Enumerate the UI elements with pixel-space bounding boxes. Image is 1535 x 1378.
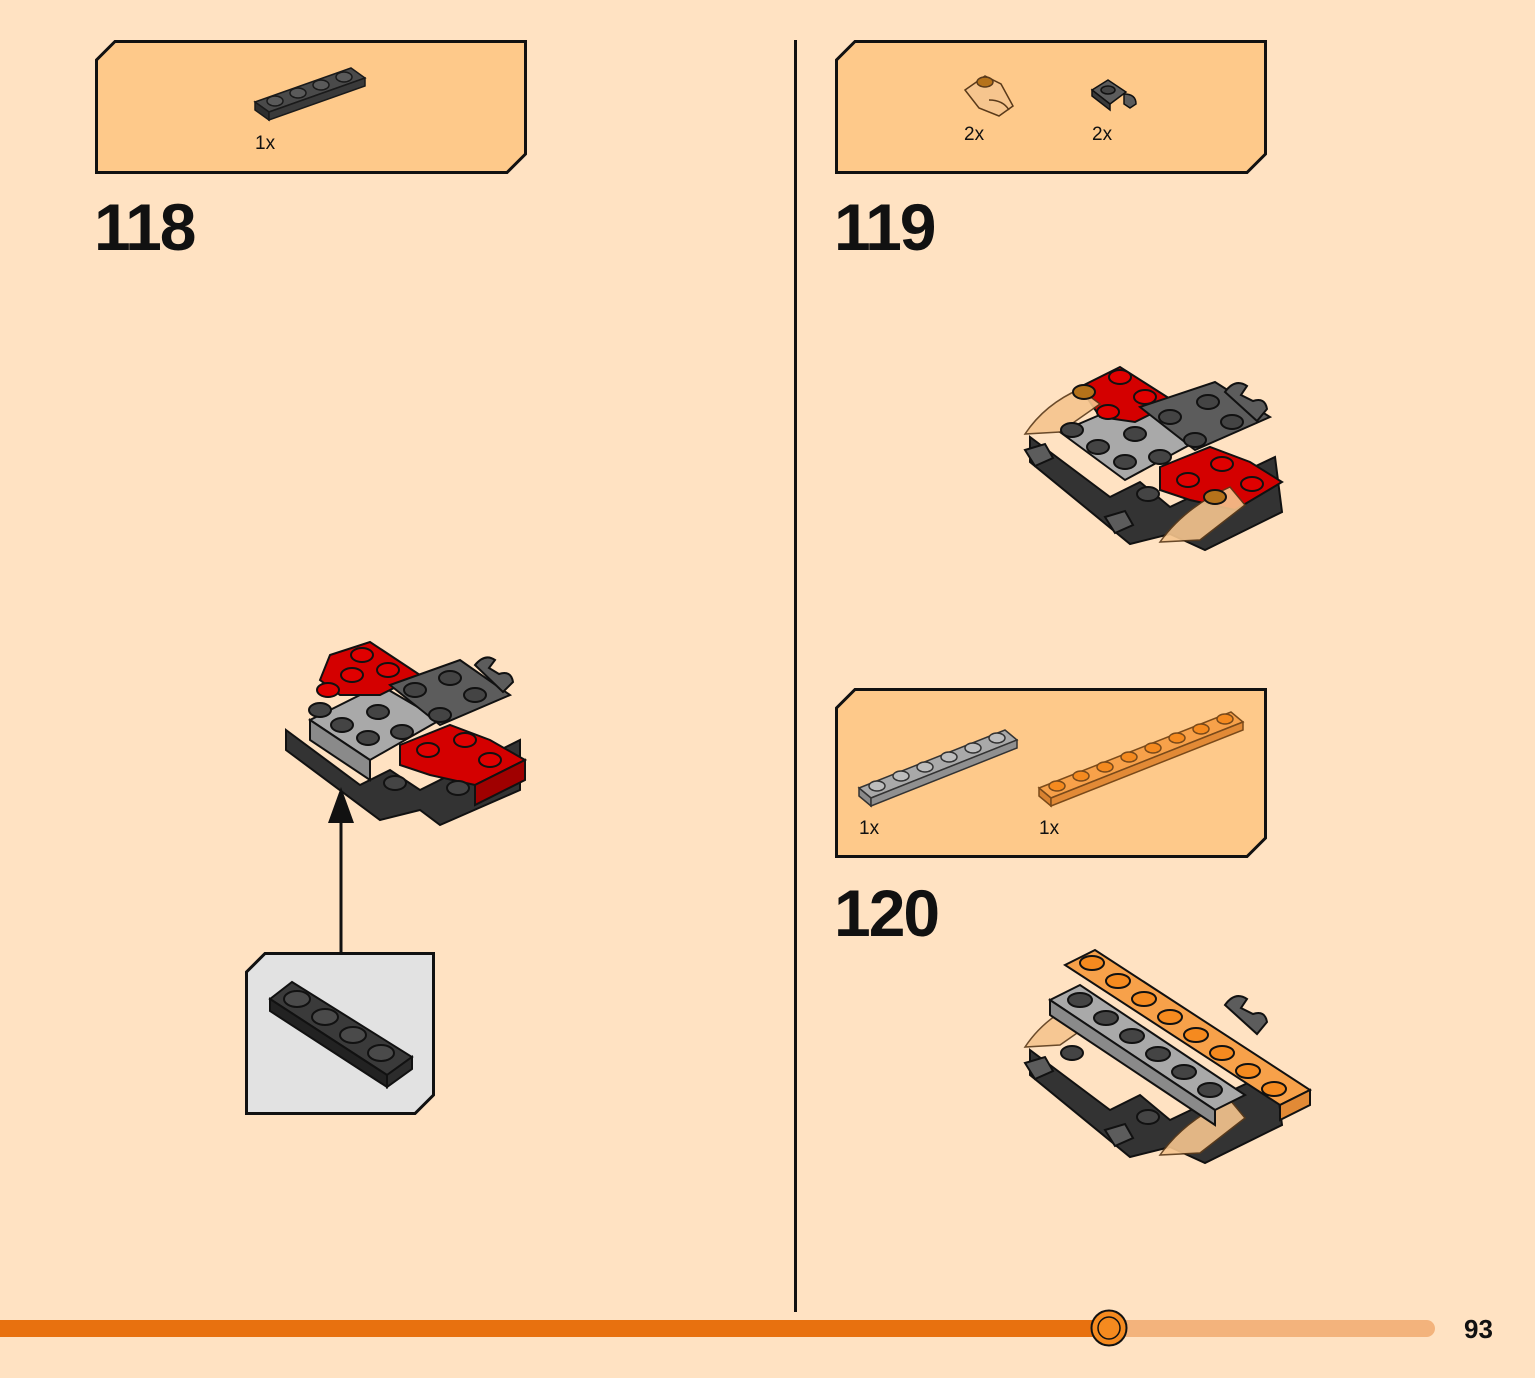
- progress-fill: [0, 1320, 1109, 1337]
- assembly-model-step-120: [1023, 948, 1313, 1165]
- dark-gray-clip-plate-icon: [1090, 79, 1137, 112]
- parts-box-step-119: 2x 2x: [835, 40, 1267, 174]
- assembly-model-step-118: [285, 640, 528, 827]
- step-number-120: 120: [834, 876, 940, 950]
- parts-box-step-120: 1x 1x: [835, 688, 1267, 858]
- part-quantity: 2x: [964, 124, 985, 145]
- step-number-119: 119: [834, 190, 936, 264]
- part-quantity: 1x: [255, 133, 276, 154]
- page-divider: [794, 40, 797, 1312]
- trans-orange-slope-icon: [963, 75, 1014, 117]
- gray-plate-1x6-icon: [857, 729, 1019, 808]
- assembly-model-step-119: [1023, 365, 1284, 552]
- assembly-arrow-icon: [328, 787, 354, 953]
- step-number-118: 118: [94, 190, 196, 264]
- progress-knob: [1090, 1309, 1128, 1347]
- callout-box-step-118: [245, 952, 435, 1115]
- part-quantity: 1x: [1039, 818, 1060, 839]
- parts-box-step-118: 1x: [95, 40, 527, 174]
- black-plate-1x4-icon: [253, 67, 367, 122]
- page-number: 93: [1464, 1314, 1493, 1344]
- part-quantity: 2x: [1092, 124, 1113, 145]
- part-quantity: 1x: [859, 818, 880, 839]
- orange-plate-1x8-icon: [1037, 711, 1245, 808]
- black-plate-1x4-icon: [268, 980, 414, 1089]
